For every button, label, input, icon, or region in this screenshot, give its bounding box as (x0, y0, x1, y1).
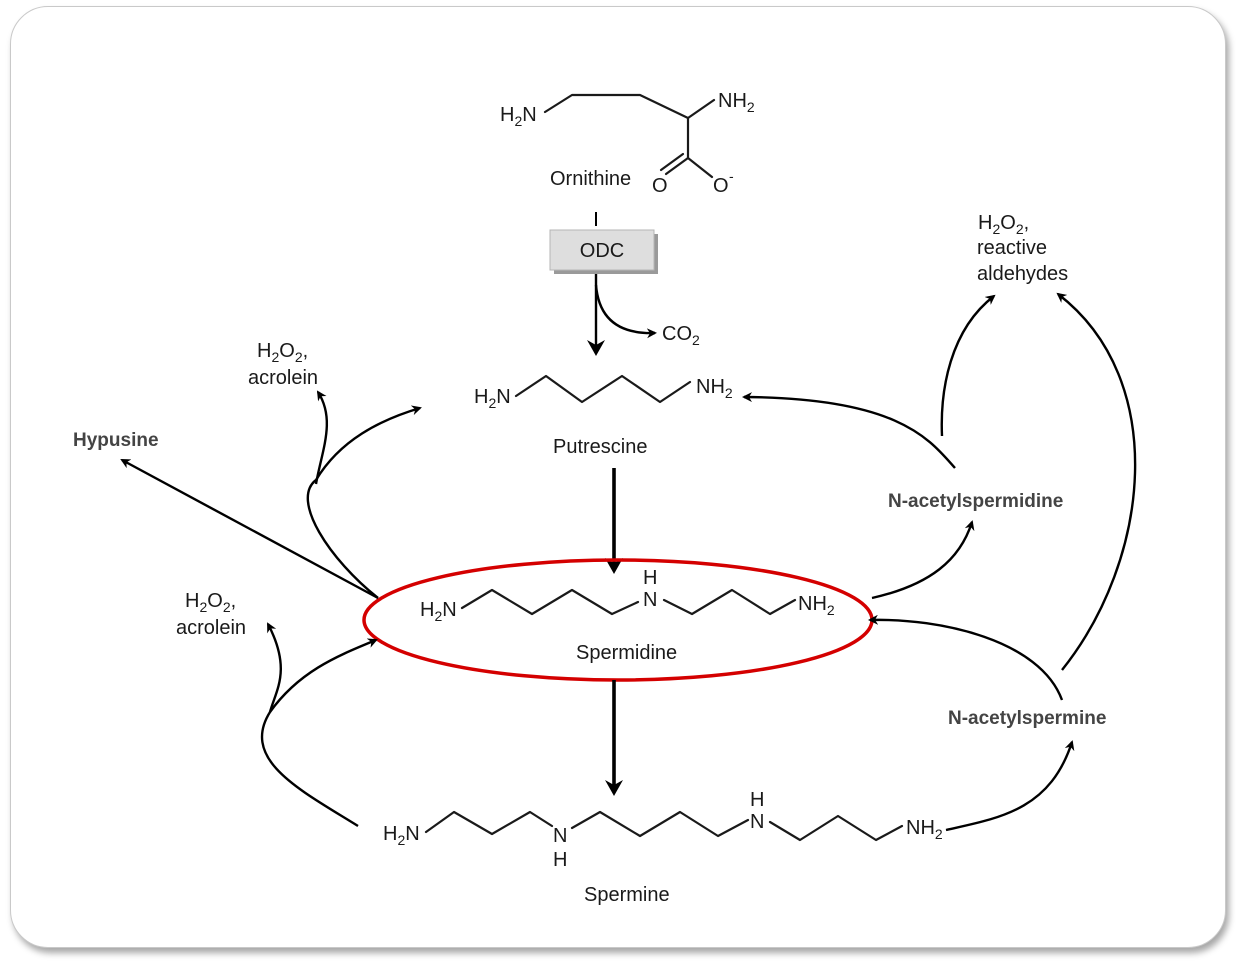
spermine-chain-bonds-2 (570, 810, 750, 838)
spermidine-imine-h: H (643, 567, 657, 589)
n-acetylspermidine-to-putrescine-arrow (742, 392, 956, 469)
spermidine-to-n-acetylspermidine-arrow (871, 520, 975, 600)
spermine-structure: H2N N H N H NH2 Spermine (383, 789, 943, 906)
putrescine-left-amine: H2N (474, 386, 511, 411)
acrolein-bottom-label: acrolein (176, 617, 246, 639)
spermine-right-amine: NH2 (906, 817, 943, 842)
h2o2-acrolein-bottom: H2O2, acrolein (176, 590, 246, 639)
ornithine-charge: - (729, 168, 734, 184)
spermidine-imine-n: N (643, 589, 657, 611)
spermine-to-n-acetylspermine-arrow (945, 740, 1075, 832)
ornithine-carbonyl-oxygen: O (652, 175, 668, 197)
ornithine-left-amine: H2N (500, 104, 537, 129)
spermine-left-amine: H2N (383, 823, 420, 848)
h2o2-bottom-label: H2O2, (185, 590, 236, 615)
bottom-acrolein-arrow (266, 622, 282, 713)
n-acetylspermine-label: N-acetylspermine (948, 708, 1106, 729)
spermine-imine1-n: N (553, 825, 567, 847)
spermine-imine2-h: H (750, 789, 764, 811)
reactive-label: reactive (977, 237, 1047, 259)
h2o2-top-label: H2O2, (257, 340, 308, 365)
spermidine-to-hypusine-arrow (120, 458, 379, 600)
odc-enzyme-box: ODC (549, 229, 658, 274)
co2-release-arrow (594, 284, 657, 339)
h2o2-acrolein-top: H2O2, acrolein (248, 340, 318, 389)
ornithine-right-amine: NH2 (718, 90, 755, 115)
ornithine-chain-bonds (543, 93, 716, 120)
spermine-to-spermidine-back-arrow (261, 638, 378, 828)
spermidine-label: Spermidine (576, 642, 677, 664)
aldehydes-label: aldehydes (977, 263, 1068, 285)
putrescine-chain-bonds (514, 374, 692, 404)
spermine-chain-bonds-3 (768, 814, 904, 842)
spermine-label: Spermine (584, 884, 670, 906)
acrolein-top-label: acrolein (248, 367, 318, 389)
n-acetylspermine-oxidation-arrow (1056, 292, 1137, 671)
odc-label: ODC (580, 240, 624, 262)
n-acetylspermine-to-spermidine-arrow (868, 614, 1064, 701)
spermine-imine2-n: N (750, 811, 764, 833)
spermidine-chain-bonds-left (460, 588, 640, 616)
spermidine-right-amine: NH2 (798, 593, 835, 618)
ornithine-structure: H2N NH2 O O - Ornithine (500, 90, 755, 197)
spermidine-structure: H2N N H NH2 Spermidine (420, 567, 835, 664)
ornithine-carboxylate-oxygen: O (713, 175, 729, 197)
spermine-chain-bonds-1 (424, 810, 554, 836)
spermidine-chain-bonds-right (662, 588, 797, 616)
putrescine-label: Putrescine (553, 436, 648, 458)
h2o2-right-label: H2O2, (978, 212, 1029, 237)
spermidine-left-amine: H2N (420, 599, 457, 624)
co2-label: CO2 (662, 323, 700, 348)
n-acetylspermidine-oxidation-arrow (940, 294, 996, 437)
ornithine-label: Ornithine (550, 168, 631, 190)
n-acetylspermidine-label: N-acetylspermidine (888, 491, 1063, 512)
ornithine-carboxyl-bond (686, 116, 714, 179)
putrescine-structure: H2N NH2 Putrescine (474, 374, 733, 458)
hypusine-label: Hypusine (73, 430, 159, 451)
top-acrolein-arrow (314, 390, 329, 485)
h2o2-reactive-aldehydes: H2O2, reactive aldehydes (977, 212, 1068, 285)
putrescine-right-amine: NH2 (696, 376, 733, 401)
spermine-imine1-h: H (553, 849, 567, 871)
